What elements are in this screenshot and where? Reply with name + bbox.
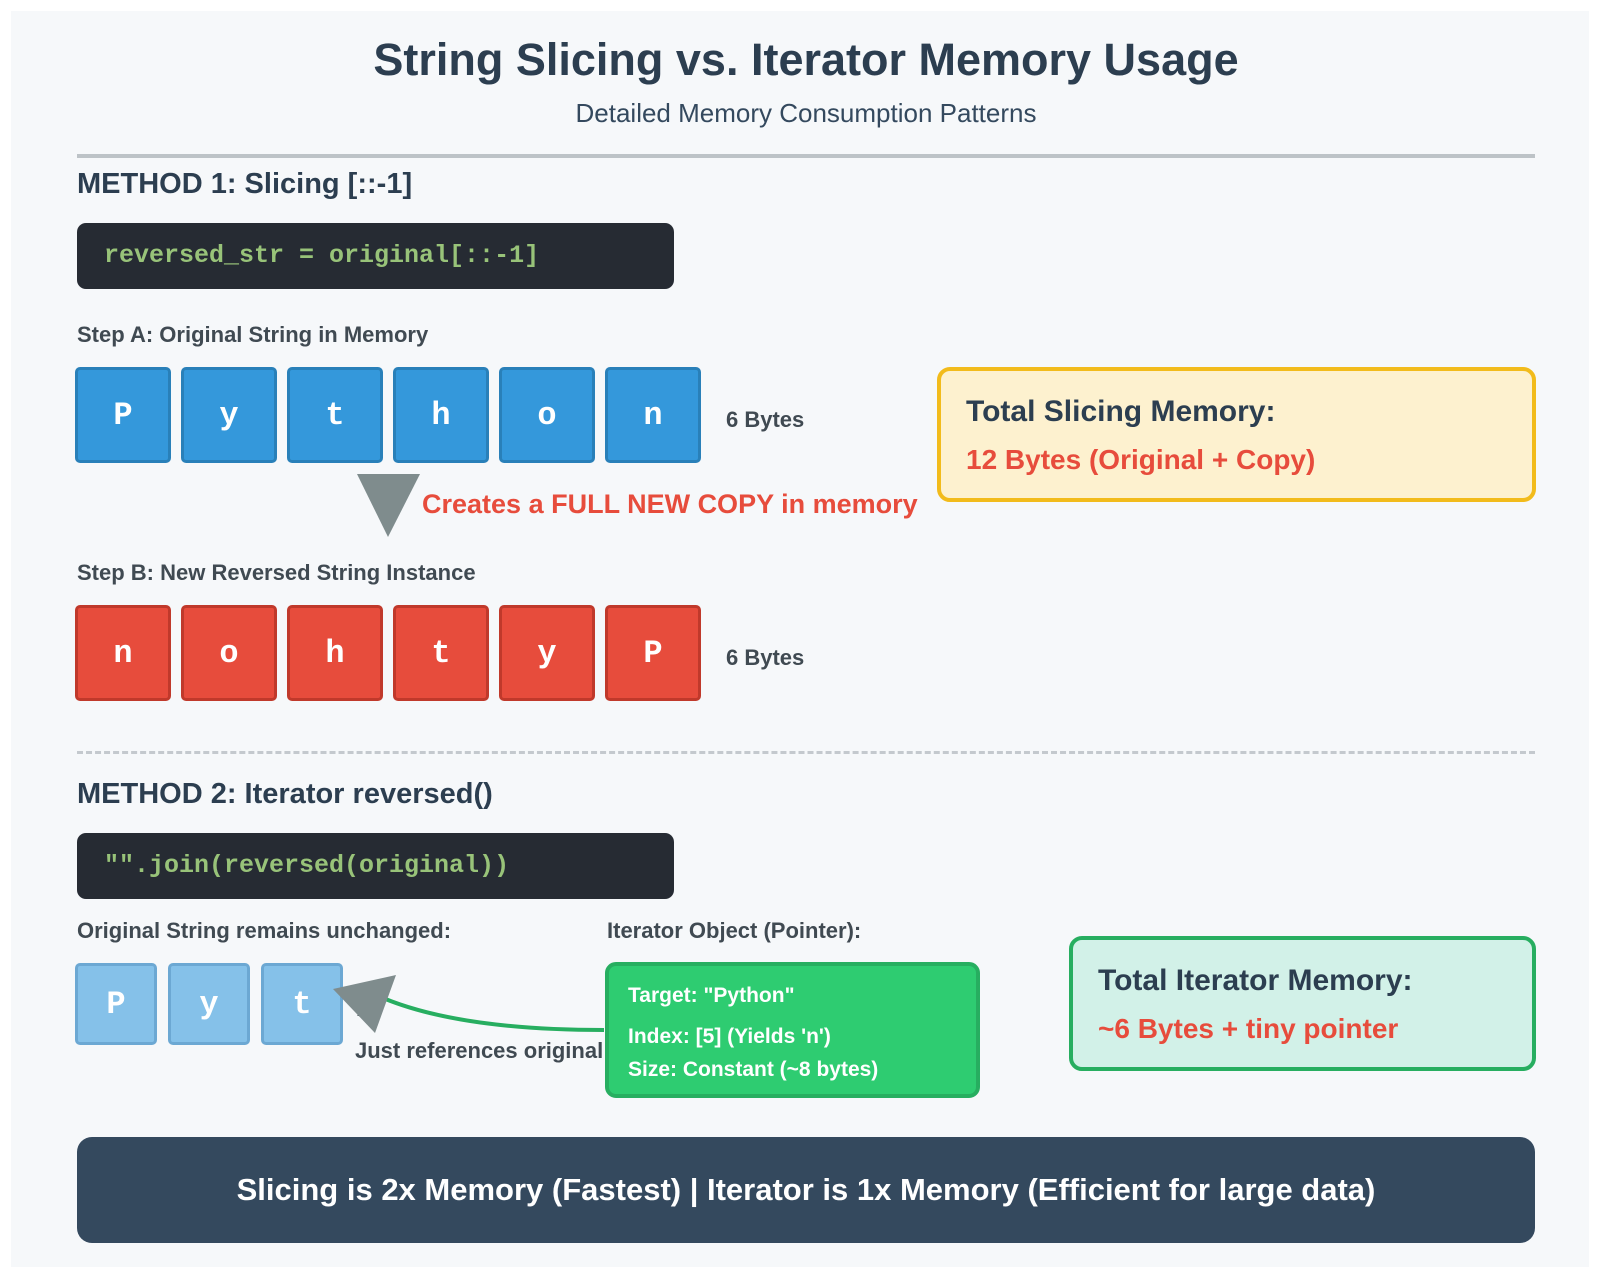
iterator-index: Index: [5] (Yields 'n'): [628, 1025, 831, 1048]
reference-arrow-head-icon: [333, 975, 396, 1033]
iterator-total-box: Total Iterator Memory: ~6 Bytes + tiny p…: [1069, 936, 1536, 1071]
step-b-bytes: 6 Bytes: [726, 645, 805, 670]
referenced-char-cell: t: [261, 963, 343, 1045]
original-char-cell: P: [75, 367, 171, 463]
slicing-total-value: 12 Bytes (Original + Copy): [966, 444, 1316, 475]
original-char-cell: n: [605, 367, 701, 463]
iterator-object-box: Target: "Python" Index: [5] (Yields 'n')…: [605, 962, 980, 1098]
method-divider: [77, 751, 1535, 754]
copy-char-cell: h: [287, 605, 383, 701]
step-a-bytes: 6 Bytes: [726, 407, 805, 432]
page-title: String Slicing vs. Iterator Memory Usage: [373, 34, 1239, 85]
copy-char-cell: n: [75, 605, 171, 701]
slicing-total-box: Total Slicing Memory: 12 Bytes (Original…: [937, 367, 1536, 502]
copy-char-cell: P: [605, 605, 701, 701]
original-char-cell: t: [287, 367, 383, 463]
reference-note: Just references original!: [355, 1038, 611, 1063]
copy-char-cell: t: [393, 605, 489, 701]
step-a-label: Step A: Original String in Memory: [77, 322, 429, 347]
iterator-total-value: ~6 Bytes + tiny pointer: [1098, 1013, 1399, 1044]
reference-arrow-line: [382, 996, 605, 1032]
iterator-size: Size: Constant (~8 bytes): [628, 1058, 879, 1081]
slicing-total-title: Total Slicing Memory:: [966, 395, 1276, 428]
step-b-label: Step B: New Reversed String Instance: [77, 560, 476, 585]
method2-code: "".join(reversed(original)): [104, 851, 510, 880]
page-subtitle: Detailed Memory Consumption Patterns: [575, 98, 1037, 128]
method1-code: reversed_str = original[::-1]: [104, 241, 540, 270]
method2-heading: METHOD 2: Iterator reversed(): [77, 778, 493, 810]
copy-char-cell: y: [499, 605, 595, 701]
original-char-cell: o: [499, 367, 595, 463]
copy-down-arrow-icon: [357, 474, 420, 537]
conclusion-banner: Slicing is 2x Memory (Fastest) | Iterato…: [77, 1137, 1535, 1243]
referenced-char-cell: y: [168, 963, 250, 1045]
original-char-cell: y: [181, 367, 277, 463]
original-unchanged-label: Original String remains unchanged:: [77, 918, 452, 943]
method2-code-block: "".join(reversed(original)): [77, 833, 674, 899]
copy-warning: Creates a FULL NEW COPY in memory: [422, 489, 918, 519]
header-divider: [77, 154, 1535, 158]
method1-code-block: reversed_str = original[::-1]: [77, 223, 674, 289]
referenced-char-cell: P: [75, 963, 157, 1045]
iterator-total-title: Total Iterator Memory:: [1098, 964, 1413, 997]
method1-heading: METHOD 1: Slicing [::-1]: [77, 168, 413, 200]
iterator-target: Target: "Python": [628, 984, 795, 1007]
copy-char-cell: o: [181, 605, 277, 701]
iterator-object-label: Iterator Object (Pointer):: [607, 918, 862, 943]
original-char-cell: h: [393, 367, 489, 463]
conclusion-text: Slicing is 2x Memory (Fastest) | Iterato…: [236, 1172, 1376, 1207]
